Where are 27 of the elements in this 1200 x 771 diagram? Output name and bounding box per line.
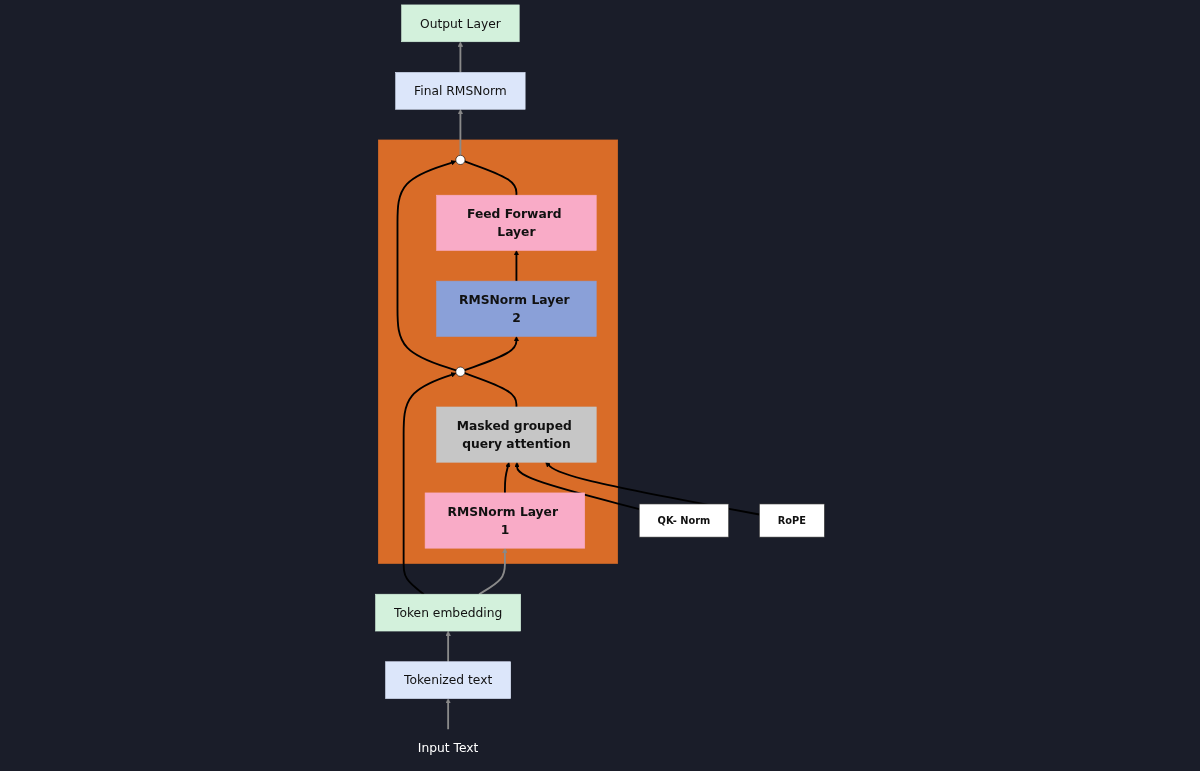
node-circle [455, 155, 466, 165]
connector [463, 160, 518, 197]
node-box: Token embedding [375, 593, 521, 632]
node-box: Masked grouped query attention [436, 406, 597, 463]
node-box: Output Layer [401, 4, 520, 43]
arrow [514, 462, 641, 510]
arrow [402, 372, 457, 596]
node-box: Final RMSNorm [395, 72, 526, 110]
arrow [445, 698, 451, 731]
node-circle [455, 366, 466, 377]
node-text: Input Text [417, 740, 479, 756]
node-box: Tokenized text [385, 661, 511, 699]
node-box: Feed Forward Layer [436, 194, 597, 251]
node-box: RMSNorm Layer 1 [424, 492, 586, 549]
arrow [478, 547, 508, 596]
node-box: RMSNorm Layer 2 [436, 280, 597, 337]
node-box: QK- Norm [638, 503, 729, 538]
cluster [378, 139, 618, 564]
arrow [445, 630, 451, 663]
arrow [463, 336, 520, 372]
arrow [396, 160, 457, 372]
node-box: RoPE [759, 503, 825, 538]
connector [463, 372, 518, 408]
arrow [504, 462, 511, 494]
arrow [513, 250, 520, 283]
arrow [457, 41, 464, 74]
arrow [457, 109, 464, 157]
